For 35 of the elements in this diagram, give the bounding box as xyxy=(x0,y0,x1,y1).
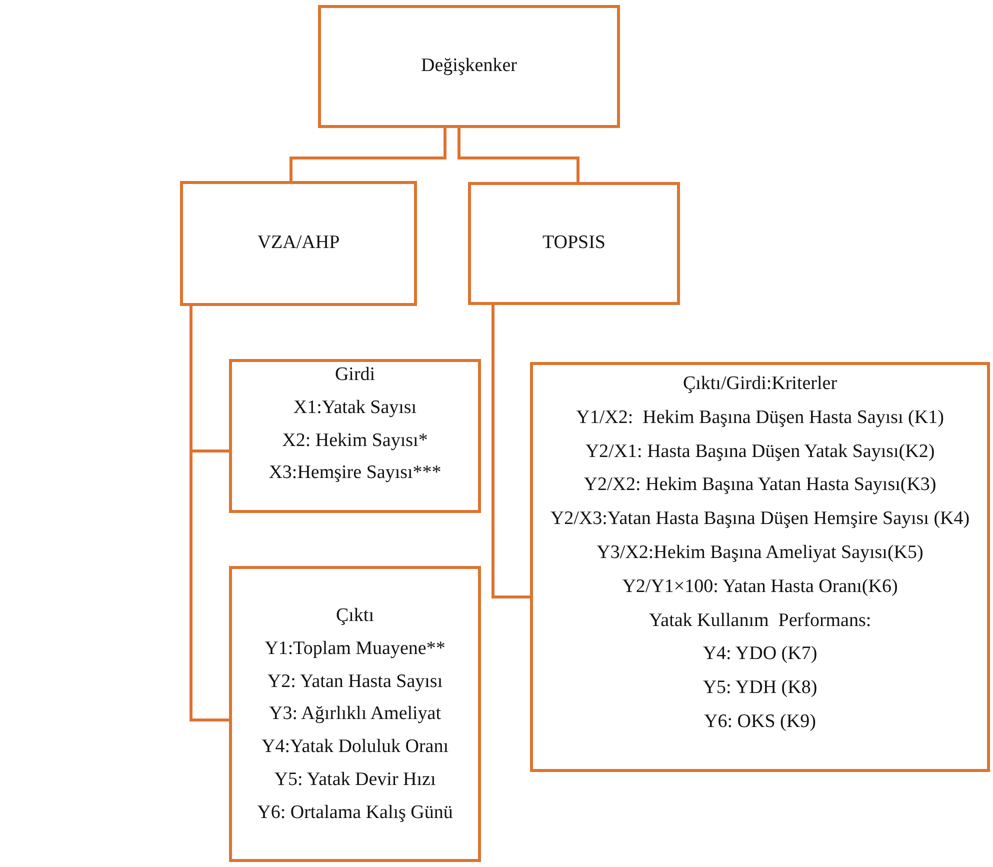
connector-line xyxy=(190,306,229,722)
list-heading: Çıktı xyxy=(336,605,374,628)
list-item: Y3/X2:Hekim Başına Ameliyat Sayısı(K5) xyxy=(596,542,924,565)
list-item: Y2/X3:Yatan Hasta Başına Düşen Hemşire Sayısı (K4) xyxy=(550,508,970,531)
method-box xyxy=(468,182,680,305)
list-item: Y6: Ortalama Kalış Günü xyxy=(257,802,453,825)
list-item: Y1/X2: Hekim Başına Düşen Hasta Sayısı (K1) xyxy=(576,406,944,430)
connector-line xyxy=(290,128,446,181)
list-heading: Girdi xyxy=(334,364,376,387)
node-label: VZA/AHP xyxy=(257,232,340,255)
connector-line xyxy=(458,128,580,182)
list-item: X2: Hekim Sayısı* xyxy=(282,430,428,452)
list-item: X1:Yatak Sayısı xyxy=(293,396,417,420)
input-list-box xyxy=(229,359,481,513)
root-box xyxy=(318,5,620,128)
criteria-list-box xyxy=(530,362,990,772)
list-item: Y2/Y1×100: Yatan Hasta Oranı(K6) xyxy=(622,576,898,599)
list-item: Y4:Yatak Doluluk Oranı xyxy=(261,736,448,759)
list-item: Y6: OKS (K9) xyxy=(704,710,816,734)
list-item: Y4: YDO (K7) xyxy=(702,643,818,666)
list-item: Y5: Yatak Devir Hızı xyxy=(274,768,436,792)
list-item: Y3: Ağırlıklı Ameliyat xyxy=(268,703,442,726)
list-item: Y2/X2: Hekim Başına Yatan Hasta Sayısı(K3) xyxy=(584,474,936,498)
list-item: Yatak Kullanım Performans: xyxy=(648,610,872,632)
list-item: Y2: Yatan Hasta Sayısı xyxy=(267,670,443,694)
list-item: Y1:Toplam Muayene** xyxy=(264,638,446,661)
connector-line xyxy=(492,305,530,598)
list-item: X3:Hemşire Sayısı*** xyxy=(268,462,442,486)
list-item: Y2/X1: Hasta Başına Düşen Yatak Sayısı(K2) xyxy=(585,440,935,464)
node-label: TOPSIS xyxy=(542,232,606,255)
list-heading: Çıktı/Girdi:Kriterler xyxy=(682,373,838,396)
output-list-box xyxy=(229,566,481,862)
list-item: Y5: YDH (K8) xyxy=(702,677,818,700)
node-label: Değişkenker xyxy=(420,55,518,78)
method-box xyxy=(180,181,417,306)
